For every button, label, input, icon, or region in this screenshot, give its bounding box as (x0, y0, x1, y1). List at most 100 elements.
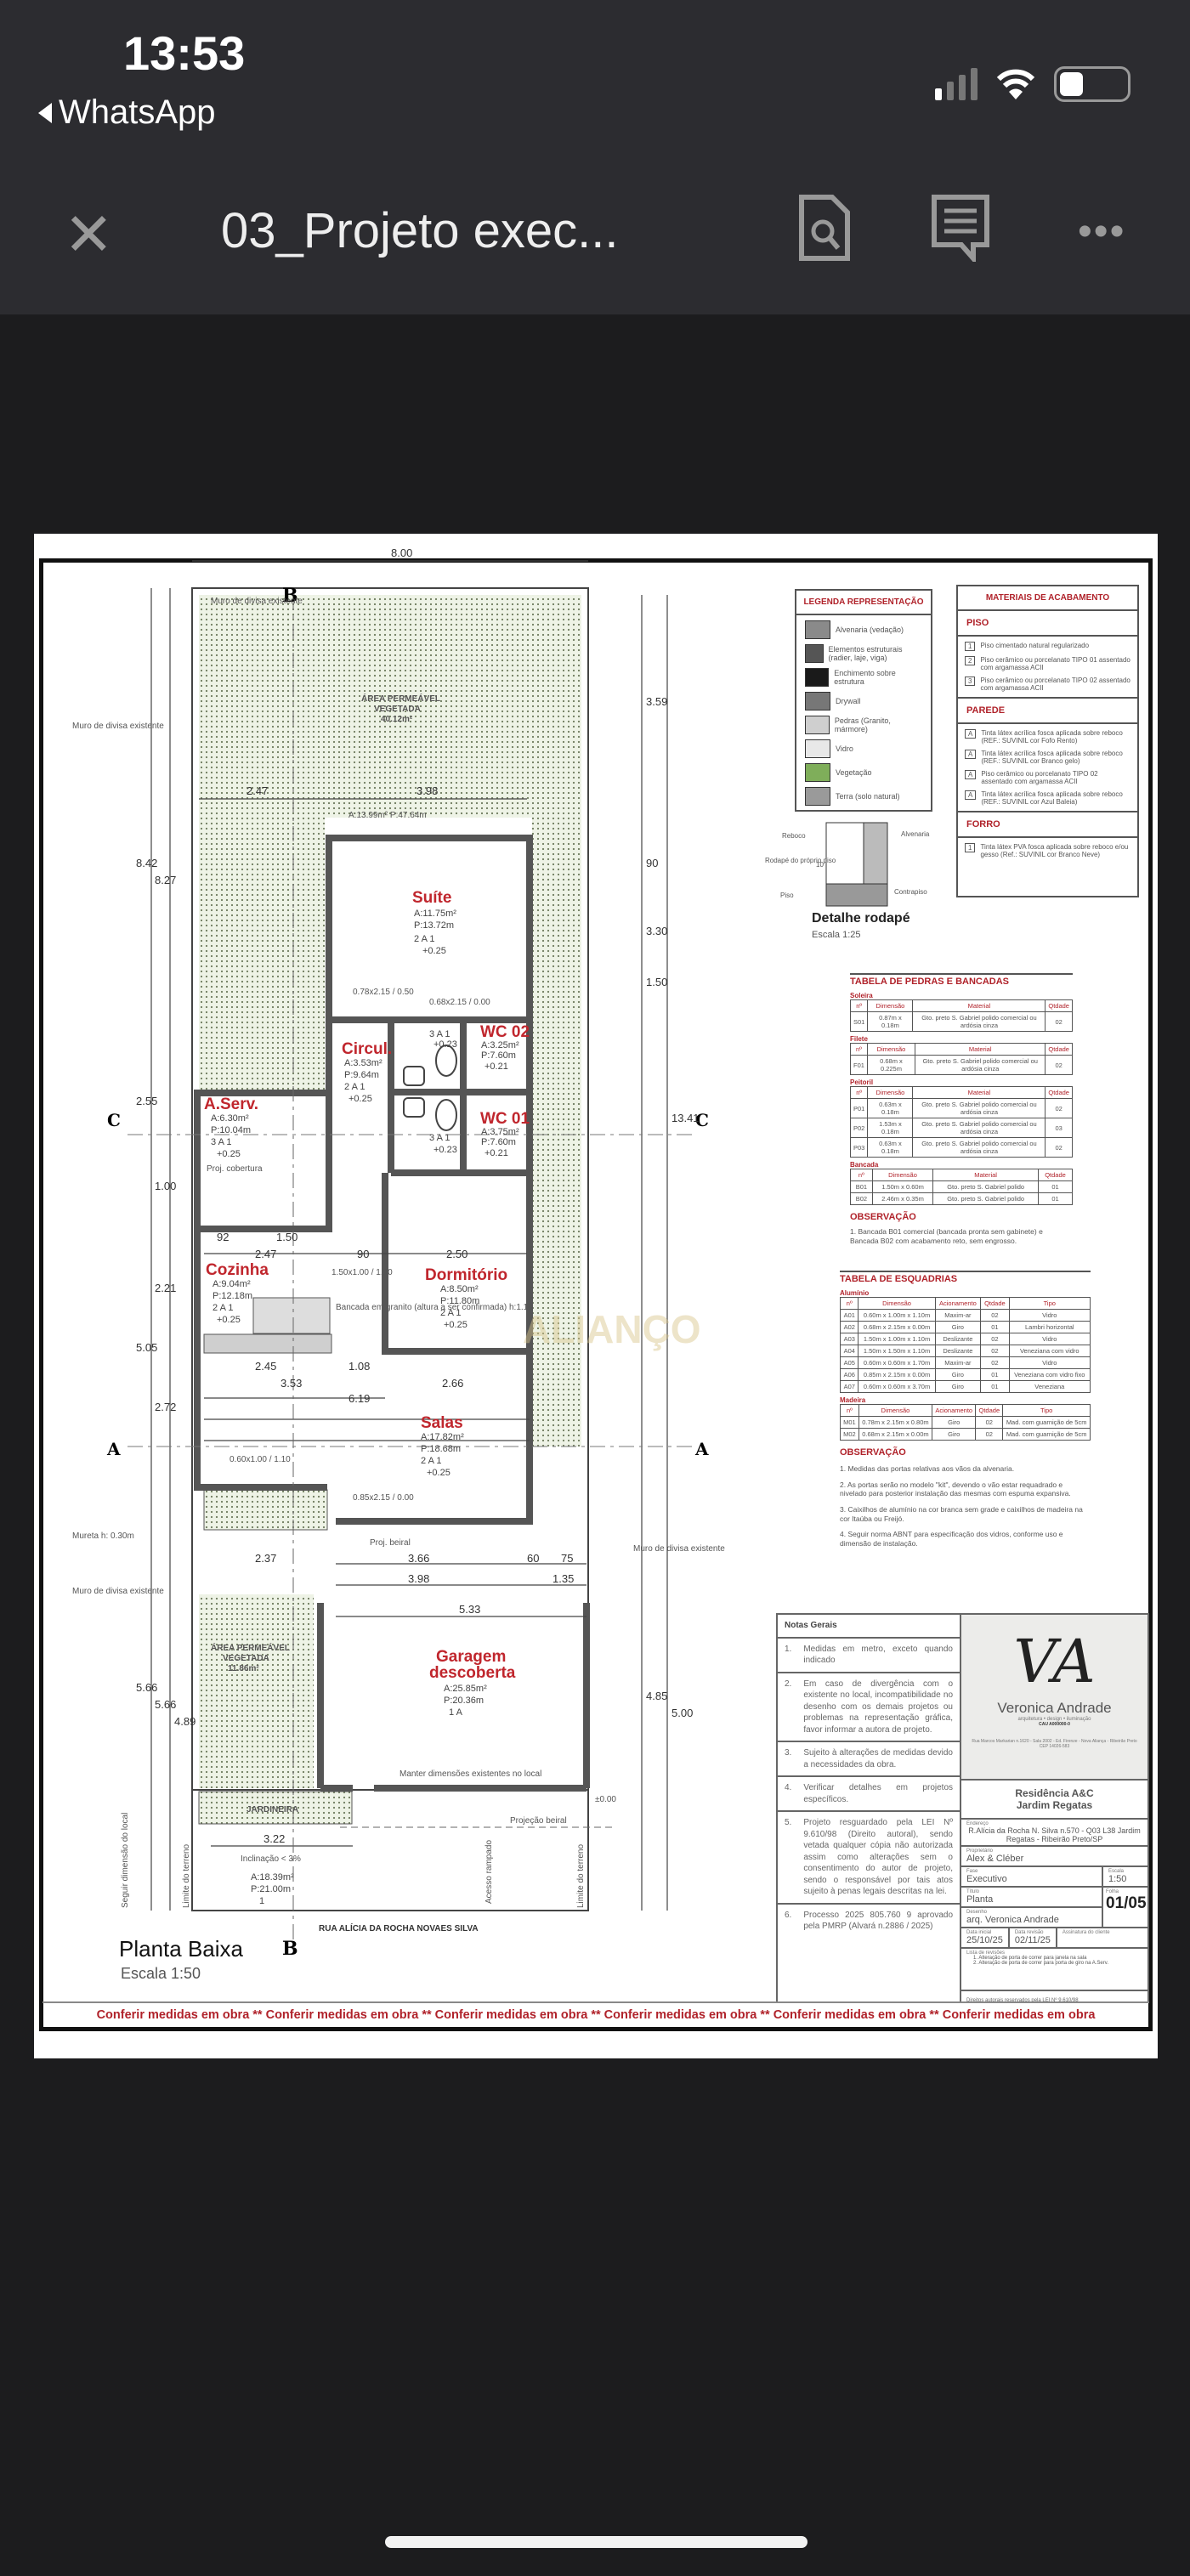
table-cell: Giro (934, 1380, 982, 1393)
table-header: Tipo (1008, 1297, 1091, 1310)
stones-obs: 1. Bancada B01 comercial (bancada pronta… (850, 1227, 1043, 1245)
table-cell: 0.63m x 0.18m (867, 1098, 914, 1118)
room-wc02-codes: 3 A 1 (429, 1029, 450, 1039)
legend-swatch (805, 644, 824, 663)
table-cell: Gto. preto S. Gabriel polido (932, 1192, 1040, 1205)
table-cell: Veneziana com vidro fixo (1008, 1368, 1091, 1381)
material-text: Piso cerâmico ou porcelanato TIPO 01 ass… (980, 656, 1130, 671)
permeable-garage-label-3: 11.86m² (228, 1664, 259, 1673)
dimension: 2.21 (155, 1282, 176, 1294)
dimension: 1.08 (348, 1360, 370, 1373)
dimension: 3.98 (416, 784, 438, 797)
table-group-title: Madeira (840, 1396, 866, 1404)
home-indicator[interactable] (385, 2536, 808, 2548)
material-code: 3 (965, 677, 976, 686)
toilet-icon (435, 1045, 457, 1077)
rodape-label: Piso (780, 892, 794, 899)
table-header: Qtdade (1038, 1169, 1073, 1181)
comment-icon[interactable] (931, 194, 990, 262)
label-manter: Manter dimensões existentes no local (400, 1769, 541, 1779)
more-options-button[interactable]: ••• (1078, 209, 1126, 254)
back-to-app-link[interactable]: WhatsApp (38, 93, 216, 132)
table-cell: A06 (839, 1368, 859, 1381)
dimension: 8.42 (136, 857, 157, 869)
room-garagem-area: A:25.85m² (444, 1684, 487, 1694)
dimension: 60 (527, 1552, 539, 1565)
table-cell: 01 (980, 1380, 1010, 1393)
status-icons (935, 66, 1130, 102)
dimension: 2.72 (155, 1401, 176, 1413)
dimension: 5.33 (459, 1603, 480, 1616)
note-number: 1. (785, 1644, 792, 1654)
rodape-label: Contrapiso (894, 888, 927, 896)
materials-parede-title: PAREDE (958, 697, 1137, 724)
material-text: Tinta látex acrílica fosca aplicada sobr… (981, 790, 1123, 806)
note-number: 3. (785, 1748, 792, 1758)
frames-obs-item: 1. Medidas das portas relativas aos vãos… (840, 1464, 1015, 1473)
rodape-scale: Escala 1:25 (812, 930, 861, 940)
dimension: 5.00 (672, 1707, 693, 1719)
rodape-label: Rodapé do próprio piso (765, 857, 836, 864)
search-document-icon[interactable] (795, 194, 854, 262)
room-aserv-note: Proj. cobertura (207, 1164, 263, 1174)
table-cell: F01 (850, 1055, 868, 1075)
table-cell: Veneziana com vidro (1008, 1345, 1091, 1357)
room-circul-level: +0.25 (348, 1094, 372, 1104)
project-name-2: Jardim Regatas (1016, 1799, 1093, 1811)
viewer-header: 13:53 WhatsApp ✕ 03_Projeto exec... ••• (0, 0, 1190, 314)
table-header: nº (849, 1086, 869, 1099)
notes-title: Notas Gerais (778, 1615, 960, 1639)
table-header: Tipo (1002, 1404, 1091, 1417)
close-button[interactable]: ✕ (64, 201, 114, 268)
kitchen-counter (203, 1333, 332, 1354)
dimension: 4.89 (174, 1715, 196, 1728)
material-text: Piso cimentado natural regularizado (980, 642, 1090, 649)
table-cell: 02 (975, 1428, 1004, 1441)
table-cell: P01 (849, 1098, 869, 1118)
note-text: Sujeito à alterações de medidas devido a… (803, 1748, 953, 1769)
table-header: Material (912, 1086, 1046, 1099)
permeable-garage-label-2: VEGETADA (223, 1654, 269, 1663)
table-header: Qtdade (1045, 999, 1073, 1012)
materials-forro-title: FORRO (958, 811, 1137, 838)
dimension: 8.27 (155, 874, 176, 886)
calcada-slope: Inclinação < 3% (241, 1854, 301, 1864)
room-wc02-perimeter: P:7.60m (481, 1050, 516, 1061)
kitchen-sink-counter (252, 1297, 331, 1334)
table-cell: A07 (839, 1380, 859, 1393)
table-cell: P03 (849, 1137, 869, 1158)
table-cell: A04 (839, 1345, 859, 1357)
dimension: 3.30 (646, 925, 667, 937)
table-group-title: Peitoril (850, 1079, 874, 1086)
table-header: Dimensão (867, 999, 914, 1012)
table-cell: 01 (980, 1321, 1010, 1333)
note-text: Processo 2025 805.760 9 aprovado pela PM… (803, 1910, 953, 1932)
section-mark-a-right: A (694, 1439, 709, 1459)
table-cell: A05 (839, 1356, 859, 1369)
table-cell: Deslizante (934, 1333, 982, 1345)
brand-tagline: arquitetura • design • iluminação (1017, 1717, 1091, 1722)
room-cozinha-name: Cozinha (206, 1261, 269, 1279)
label-muro: Muro de divisa existente (633, 1544, 725, 1554)
legend-label: Elementos estruturais (radier, laje, vig… (828, 645, 903, 662)
calcada-area: A:18.39m² (251, 1872, 294, 1882)
drawing-frame (39, 558, 1153, 2031)
table-group-title: Alumínio (840, 1289, 870, 1297)
table-cell: 02 (980, 1309, 1010, 1322)
legend-box: LEGENDA REPRESENTAÇÃO Alvenaria (vedação… (795, 589, 932, 812)
table-cell: 01 (980, 1368, 1010, 1381)
table-cell: 0.60m x 0.60m x 3.70m (858, 1380, 936, 1393)
room-wc01-codes: 3 A 1 (429, 1133, 450, 1143)
dimension: 2.47 (255, 1248, 276, 1260)
table-header: nº (839, 1297, 859, 1310)
frames-title: TABELA DE ESQUADRIAS (840, 1271, 1091, 1286)
material-text: Tinta látex acrílica fosca aplicada sobr… (981, 729, 1123, 744)
